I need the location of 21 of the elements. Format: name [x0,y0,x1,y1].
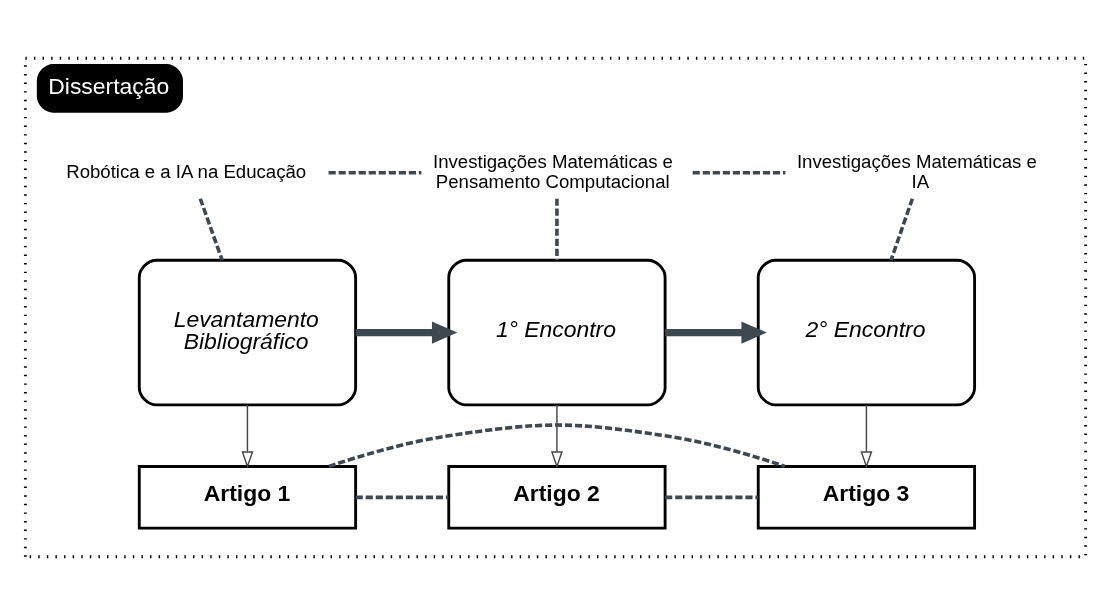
node-box: Levantamento Bibliográfico [137,258,358,407]
connector [889,198,915,261]
connector [355,495,449,500]
node-box: Artigo 3 [756,465,977,530]
node-box: Artigo 2 [447,465,667,530]
node-text: Investigações Matemáticas e IA [796,150,1037,192]
node-box: 1° Encontro [447,258,667,407]
connector [692,171,786,175]
node-box: Artigo 1 [137,465,358,530]
node-box: 2° Encontro [756,258,977,407]
arrow [860,404,873,469]
arrow [241,404,254,469]
connector [555,198,559,261]
arrow [550,404,563,469]
arrow [355,321,458,344]
connector [328,423,786,469]
node-text: Investigações Matemáticas e Pensamento Computacional [433,150,673,192]
connector [665,495,758,500]
connector [328,171,422,175]
node-text: Robótica e a IA na Educação [66,160,307,182]
connector [198,198,224,261]
